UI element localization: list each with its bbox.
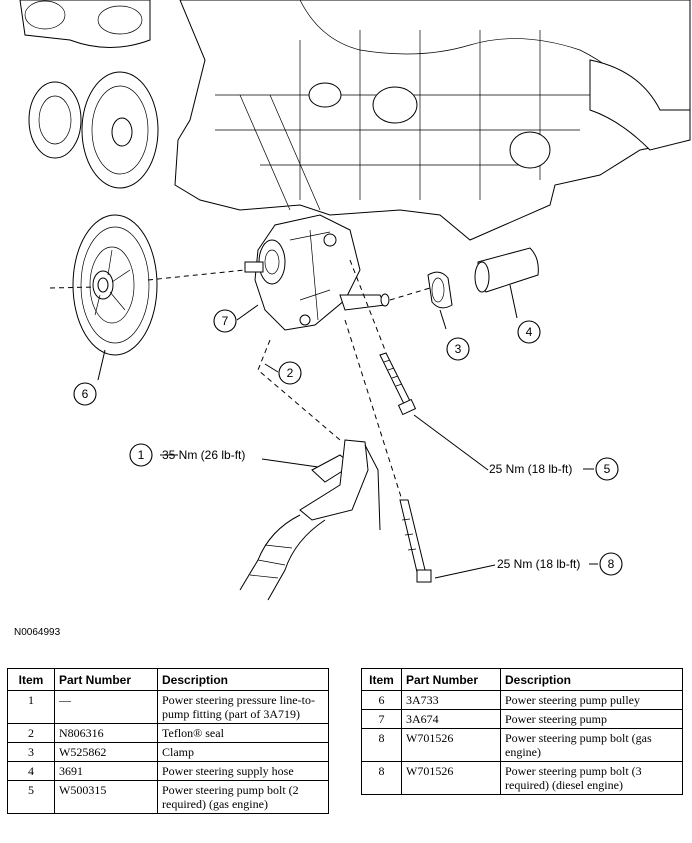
cell-item: 6: [361, 690, 402, 710]
pump-pulley-drawing: [72, 214, 158, 356]
cell-item: 4: [7, 761, 55, 781]
svg-text:7: 7: [222, 314, 229, 328]
svg-text:1: 1: [138, 448, 145, 462]
torque-label-1: 35 Nm (26 lb-ft): [162, 448, 245, 462]
cell-description: Power steering pump bolt (gas engine): [500, 728, 683, 762]
cell-part-number: W525862: [54, 742, 158, 762]
callout-7: 7: [213, 309, 237, 333]
table-header-row: Item Part Number Description: [361, 668, 683, 691]
cell-item: 7: [361, 709, 402, 729]
svg-text:4: 4: [526, 325, 533, 339]
cell-description: Clamp: [157, 742, 329, 762]
cell-item: 1: [7, 690, 55, 724]
torque-label-5: 25 Nm (18 lb-ft): [489, 462, 572, 476]
callout-3: 3: [446, 337, 470, 361]
leader-lines: [97, 284, 598, 579]
svg-text:8: 8: [608, 557, 615, 571]
cell-description: Power steering pump bolt (3 required) (d…: [500, 761, 683, 795]
cell-item: 3: [7, 742, 55, 762]
header-part-number: Part Number: [401, 668, 501, 691]
cell-part-number: W500315: [54, 780, 158, 814]
cell-part-number: N806316: [54, 723, 158, 743]
cell-item: 8: [361, 728, 402, 762]
table-row: 5 W500315 Power steering pump bolt (2 re…: [7, 780, 329, 814]
cell-item: 2: [7, 723, 55, 743]
parts-table-left: Item Part Number Description 1 — Power s…: [7, 668, 329, 814]
power-steering-pump-drawing: [244, 214, 390, 331]
cell-description: Power steering pump: [500, 709, 683, 729]
cell-part-number: 3A733: [401, 690, 501, 710]
table-row: 3 W525862 Clamp: [7, 742, 329, 762]
supply-hose-drawing: [474, 247, 539, 293]
pump-bolt-8-drawing: [399, 499, 432, 583]
header-item: Item: [361, 668, 402, 691]
cell-item: 8: [361, 761, 402, 795]
accessory-drive-drawing: [19, 0, 159, 189]
cell-description: Power steering pump pulley: [500, 690, 683, 710]
callout-4: 4: [517, 320, 541, 344]
callout-5: 25 Nm (18 lb-ft) 5: [489, 457, 619, 481]
table-header-row: Item Part Number Description: [7, 668, 329, 691]
callout-8: 25 Nm (18 lb-ft) 8: [497, 552, 623, 576]
svg-text:5: 5: [604, 462, 611, 476]
cell-part-number: —: [54, 690, 158, 724]
header-part-number: Part Number: [54, 668, 158, 691]
table-row: 4 3691 Power steering supply hose: [7, 761, 329, 781]
table-row: 8 W701526 Power steering pump bolt (3 re…: [361, 761, 683, 795]
cell-part-number: 3A674: [401, 709, 501, 729]
figure-id: N0064993: [14, 627, 61, 638]
callout-1: 1 35 Nm (26 lb-ft): [129, 443, 245, 467]
header-item: Item: [7, 668, 55, 691]
cell-description: Power steering supply hose: [157, 761, 329, 781]
exploded-view-diagram: 1 35 Nm (26 lb-ft) 2 3 4 25 Nm (18 lb-ft…: [19, 0, 691, 601]
header-description: Description: [157, 668, 329, 691]
table-row: 7 3A674 Power steering pump: [361, 709, 683, 729]
cell-item: 5: [7, 780, 55, 814]
cell-part-number: W701526: [401, 761, 501, 795]
cell-description: Teflon® seal: [157, 723, 329, 743]
engine-block-drawing: [174, 0, 691, 241]
svg-text:3: 3: [455, 342, 462, 356]
cell-description: Power steering pressure line-to-pump fit…: [157, 690, 329, 724]
callout-2: 2: [278, 361, 302, 385]
cell-description: Power steering pump bolt (2 required) (g…: [157, 780, 329, 814]
cell-part-number: W701526: [401, 728, 501, 762]
table-row: 2 N806316 Teflon® seal: [7, 723, 329, 743]
parts-table-right: Item Part Number Description 6 3A733 Pow…: [361, 668, 683, 795]
header-description: Description: [500, 668, 683, 691]
table-row: 8 W701526 Power steering pump bolt (gas …: [361, 728, 683, 762]
table-row: 6 3A733 Power steering pump pulley: [361, 690, 683, 710]
pressure-line-drawing: [239, 439, 381, 601]
pump-bolt-5-drawing: [379, 352, 417, 416]
svg-text:6: 6: [82, 387, 89, 401]
svg-text:2: 2: [287, 366, 294, 380]
table-row: 1 — Power steering pressure line-to-pump…: [7, 690, 329, 724]
callout-6: 6: [73, 382, 97, 406]
cell-part-number: 3691: [54, 761, 158, 781]
clamp-drawing: [427, 271, 453, 309]
torque-label-8: 25 Nm (18 lb-ft): [497, 557, 580, 571]
